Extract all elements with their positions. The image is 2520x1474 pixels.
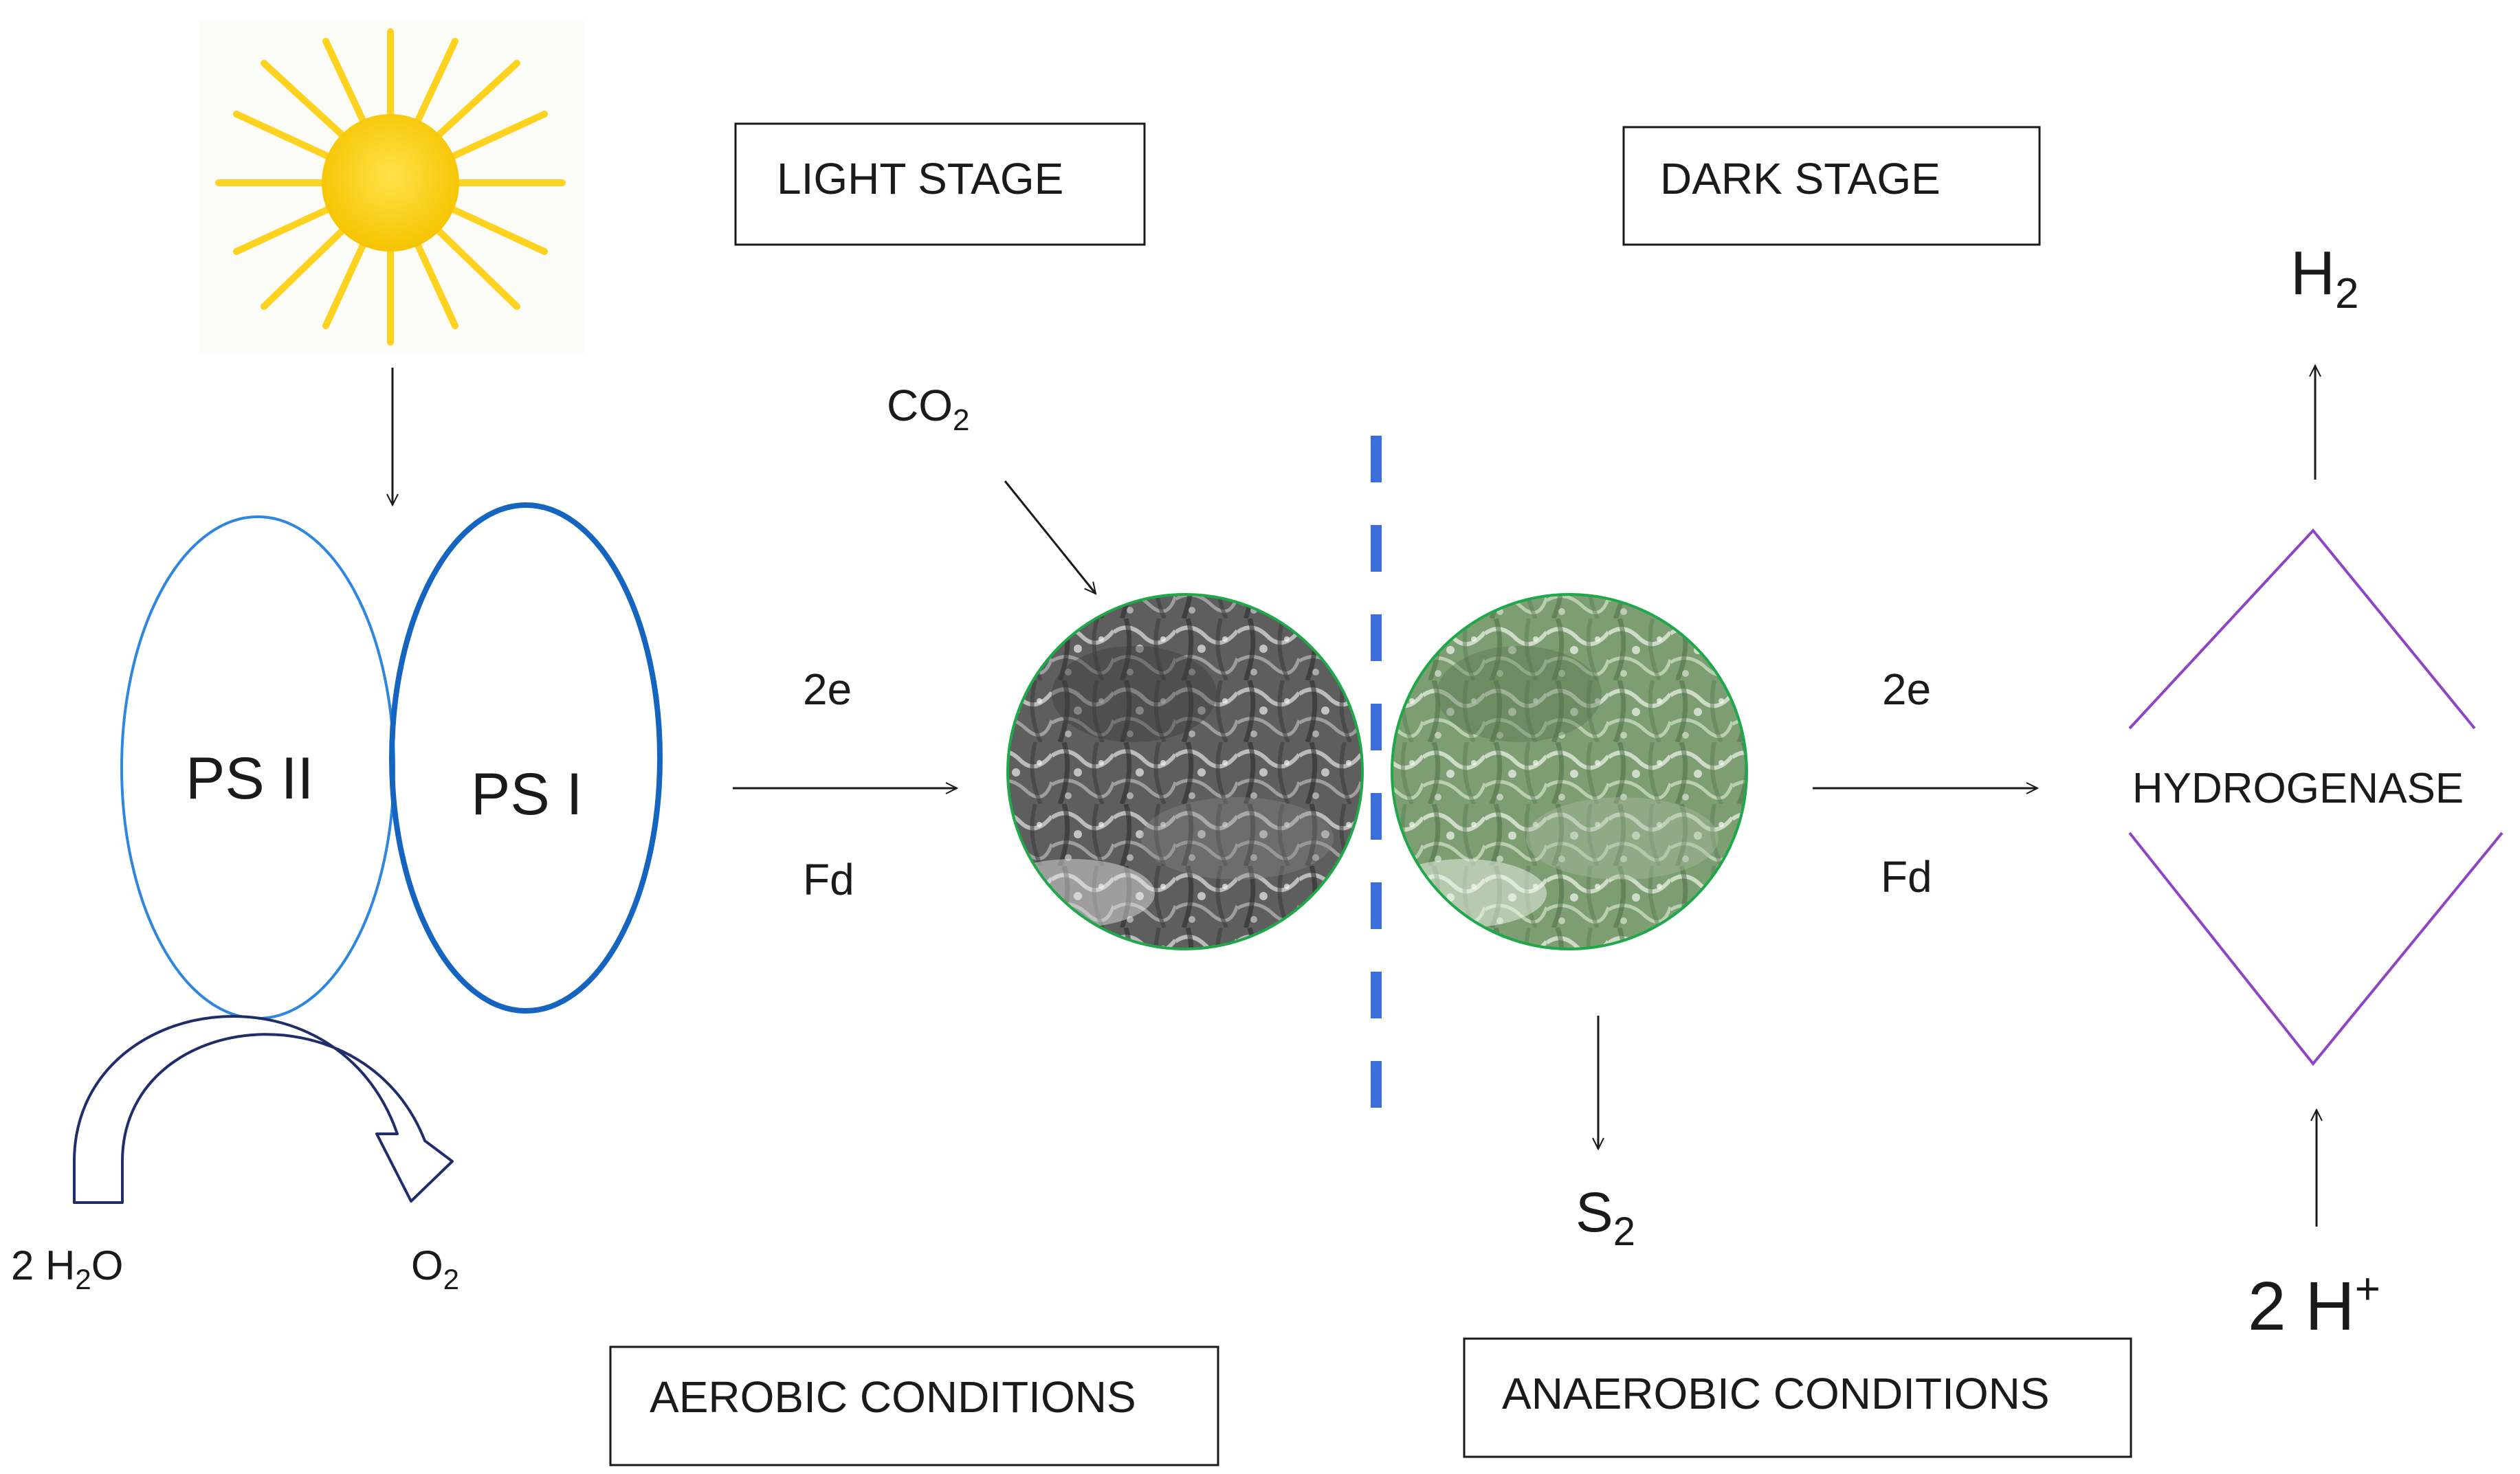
oxygen-label: O2 <box>411 1242 459 1295</box>
left-electrons-label: 2e <box>803 665 852 714</box>
cell-green-image <box>1391 593 1748 950</box>
anaerobic-label: ANAEROBIC CONDITIONS <box>1502 1369 2050 1418</box>
aerobic-conditions-box: AEROBIC CONDITIONS <box>609 1345 1219 1466</box>
photosystem-ii: PS II <box>120 515 395 1020</box>
light-stage-box: LIGHT STAGE <box>734 122 1146 246</box>
dark-stage-box: DARK STAGE <box>1622 126 2041 246</box>
proton-label: 2 H+ <box>2248 1264 2380 1345</box>
water-input-label: 2 H2O <box>11 1242 123 1295</box>
cell-dark-image <box>1006 593 1364 950</box>
aerobic-label: AEROBIC CONDITIONS <box>650 1372 1136 1422</box>
photosystem-i: PS I <box>389 502 663 1014</box>
right-electrons-label: 2e <box>1882 665 1931 714</box>
left-ferredoxin-label: Fd <box>803 855 854 904</box>
ps1-label: PS I <box>471 761 583 827</box>
co2-label: CO2 <box>887 381 969 437</box>
hydrogen-label: H2 <box>2290 239 2358 317</box>
sun-icon <box>199 21 584 354</box>
dark-stage-label: DARK STAGE <box>1660 154 1941 203</box>
co2-arrow <box>1004 480 1096 594</box>
hydrogenase-label: HYDROGENASE <box>2132 765 2464 812</box>
light-stage-label: LIGHT STAGE <box>777 154 1063 203</box>
sulfur-label: S2 <box>1576 1181 1635 1254</box>
anaerobic-conditions-box: ANAEROBIC CONDITIONS <box>1463 1337 2132 1458</box>
water-splitting-arrow <box>73 1014 454 1204</box>
right-ferredoxin-label: Fd <box>1881 852 1932 902</box>
ps2-label: PS II <box>186 746 313 812</box>
hydrogenase-enzyme: HYDROGENASE <box>2128 528 2504 1067</box>
